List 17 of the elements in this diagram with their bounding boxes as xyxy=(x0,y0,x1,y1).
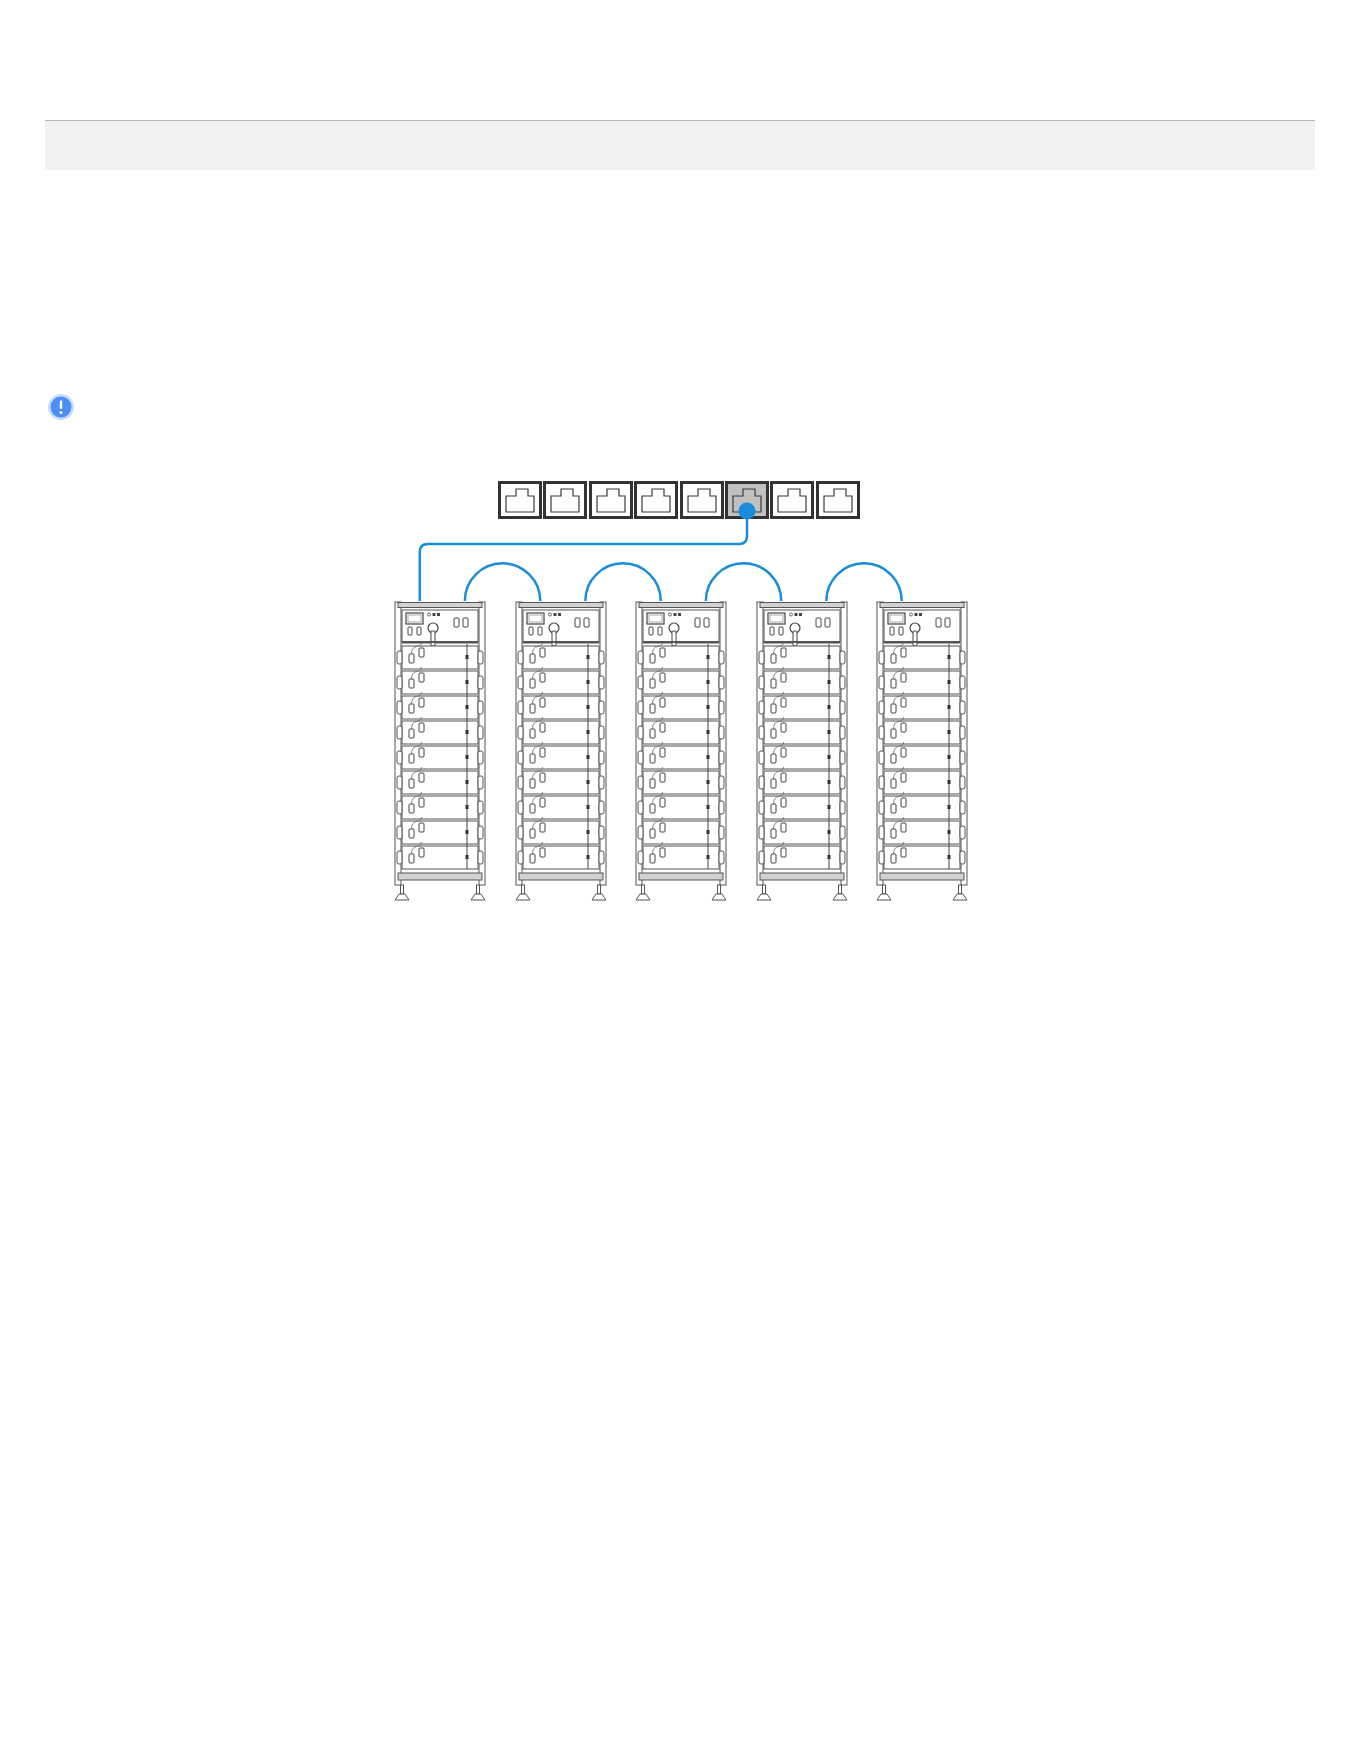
network-port-icon xyxy=(815,481,860,519)
network-port-icon xyxy=(543,481,588,519)
battery-rack-drawing xyxy=(755,601,848,901)
network-port-icon xyxy=(634,481,679,519)
network-port-icon xyxy=(770,481,815,519)
cable xyxy=(584,562,662,602)
cable xyxy=(418,502,756,601)
battery-rack-drawing xyxy=(635,601,727,901)
battery-rack-drawing xyxy=(394,601,486,901)
network-port-icon xyxy=(588,481,633,519)
cable xyxy=(463,562,542,602)
cable xyxy=(825,562,903,602)
network-port-icon xyxy=(498,481,542,519)
battery-rack-drawing xyxy=(876,601,968,901)
network-port-icon xyxy=(679,481,724,519)
battery-rack-drawing xyxy=(514,601,607,901)
cable xyxy=(704,562,783,602)
